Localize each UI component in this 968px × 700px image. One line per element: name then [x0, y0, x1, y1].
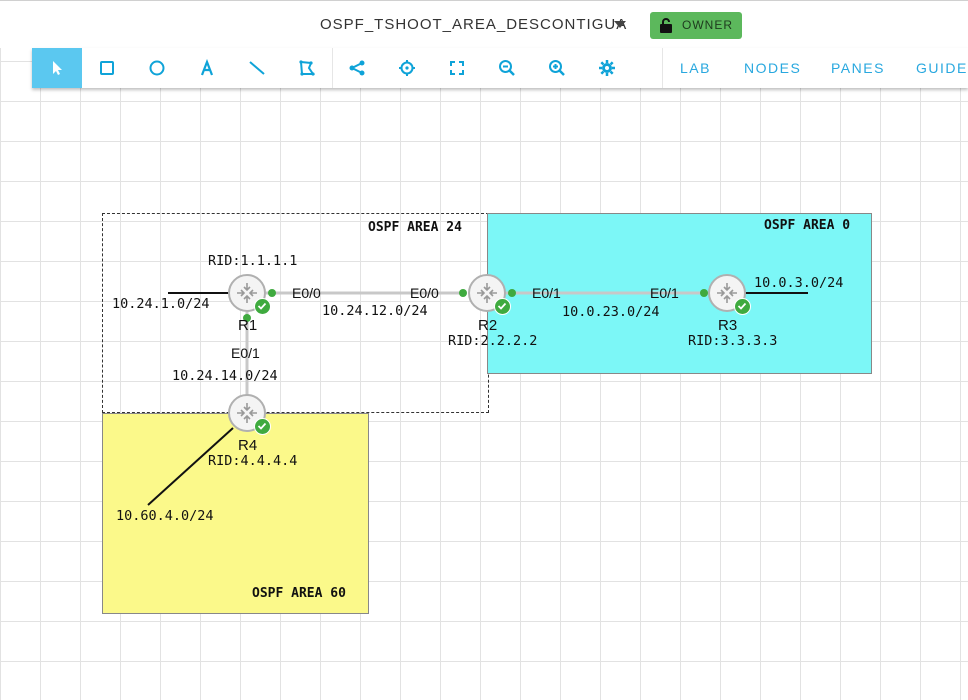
select-pointer-icon [53, 61, 62, 75]
text-tool-button[interactable] [182, 48, 232, 88]
add-node-button[interactable] [332, 48, 382, 88]
chevron-down-icon[interactable] [614, 21, 626, 28]
zoom-in-icon [549, 60, 565, 76]
area-0-label: OSPF AREA 0 [764, 218, 851, 233]
toolbar-divider [662, 48, 663, 88]
rid-label-r1: RID:1.1.1.1 [208, 253, 298, 269]
ellipse-icon [149, 60, 165, 76]
rid-label-r3: RID:3.3.3.3 [688, 333, 778, 349]
node-name-r3: R3 [718, 317, 738, 334]
crosshair-icon [399, 60, 415, 76]
router-r2[interactable] [468, 274, 511, 315]
nav-panes[interactable]: PANES [831, 60, 885, 76]
status-ok-icon [254, 298, 271, 315]
network-label-r2-r3: 10.0.23.0/24 [562, 304, 660, 320]
area-24-label: OSPF AREA 24 [368, 220, 462, 235]
nav-guide[interactable]: GUIDE [916, 60, 968, 76]
interface-label-r2-e0-1: E0/1 [532, 285, 561, 301]
settings-gear-icon [599, 60, 615, 76]
link-status-dot [268, 289, 276, 297]
select-tool-button[interactable] [32, 48, 82, 88]
status-ok-icon [254, 418, 271, 435]
text-icon [200, 59, 214, 76]
rectangle-icon [100, 61, 114, 75]
fit-screen-button[interactable] [432, 48, 482, 88]
rid-label-r4: RID:4.4.4.4 [208, 453, 298, 469]
node-name-r1: R1 [238, 317, 258, 334]
owner-label: OWNER [682, 18, 733, 32]
rectangle-tool-button[interactable] [82, 48, 132, 88]
add-node-icon [349, 60, 365, 76]
interface-label-r2-e0-0: E0/0 [410, 285, 439, 301]
line-tool-button[interactable] [232, 48, 282, 88]
center-view-button[interactable] [382, 48, 432, 88]
owner-button[interactable]: OWNER [650, 12, 742, 39]
nav-lab[interactable]: LAB [680, 60, 711, 76]
node-name-r2: R2 [478, 317, 498, 334]
interface-label-r3-e0-1: E0/1 [650, 285, 679, 301]
top-header: OSPF_TSHOOT_AREA_DESCONTIGUA OWNER [0, 0, 968, 48]
zoom-out-icon [499, 60, 515, 76]
lock-open-icon [659, 18, 673, 36]
router-icon [477, 283, 497, 303]
polygon-icon [299, 60, 315, 76]
router-icon [237, 403, 257, 423]
status-ok-icon [734, 298, 751, 315]
stub-line-r4[interactable] [147, 427, 234, 506]
router-r1[interactable] [228, 274, 271, 315]
nav-nodes[interactable]: NODES [744, 60, 802, 76]
node-name-r4: R4 [238, 437, 258, 454]
router-icon [237, 283, 257, 303]
network-label-r1-stub: 10.24.1.0/24 [112, 296, 210, 312]
ospf-area-60-box[interactable] [102, 413, 369, 614]
zoom-in-button[interactable] [532, 48, 582, 88]
settings-button[interactable] [582, 48, 632, 88]
polygon-tool-button[interactable] [282, 48, 332, 88]
link-status-dot [700, 289, 708, 297]
network-label-r1-r2: 10.24.12.0/24 [322, 303, 428, 319]
network-label-r1-r4: 10.24.14.0/24 [172, 368, 278, 384]
rid-label-r2: RID:2.2.2.2 [448, 333, 538, 349]
link-status-dot [459, 289, 467, 297]
router-r4[interactable] [228, 394, 271, 435]
lab-title[interactable]: OSPF_TSHOOT_AREA_DESCONTIGUA [320, 16, 628, 33]
link-status-dot [243, 314, 251, 322]
area-60-label: OSPF AREA 60 [252, 586, 346, 601]
network-label-r4-stub: 10.60.4.0/24 [116, 508, 214, 524]
status-ok-icon [494, 298, 511, 315]
router-icon [717, 283, 737, 303]
network-label-r3-stub: 10.0.3.0/24 [754, 275, 844, 291]
router-r3[interactable] [708, 274, 751, 315]
toolbar-divider [332, 48, 333, 88]
toolbar: LAB NODES PANES GUIDE [32, 48, 968, 88]
interface-label-r1-e0-1: E0/1 [231, 345, 260, 361]
interface-label-r1-e0-0: E0/0 [292, 285, 321, 301]
line-icon [249, 61, 265, 75]
zoom-out-button[interactable] [482, 48, 532, 88]
link-status-dot [508, 289, 516, 297]
ellipse-tool-button[interactable] [132, 48, 182, 88]
fit-screen-icon [450, 61, 464, 75]
